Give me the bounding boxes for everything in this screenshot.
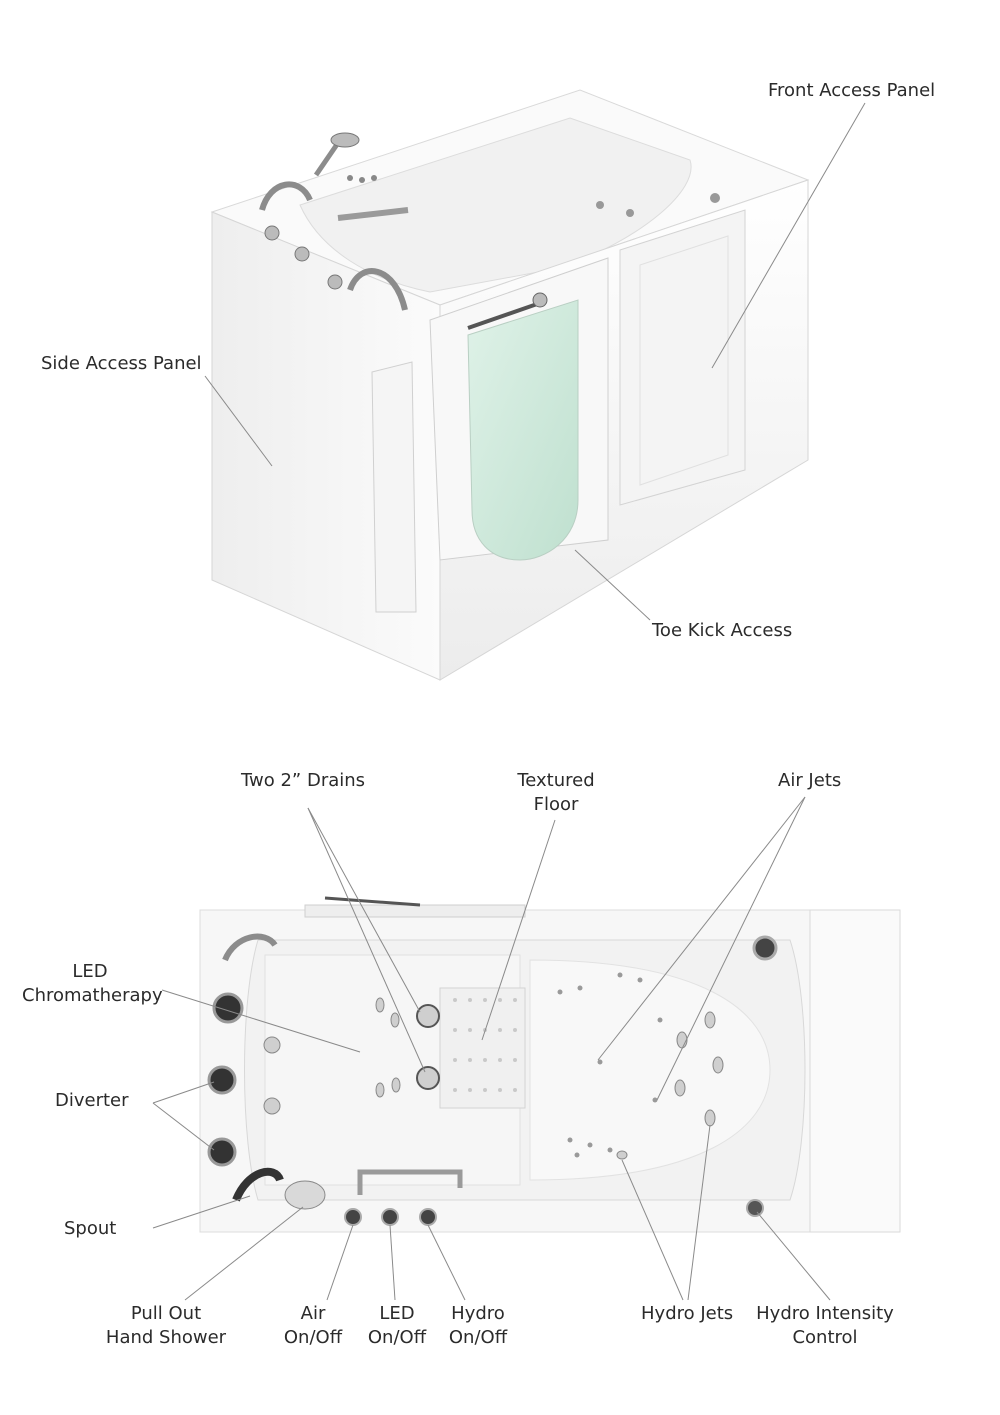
diverter-knob-2	[207, 1137, 237, 1167]
air-button	[344, 1208, 362, 1226]
hydro-onoff-label-1: Hydro	[451, 1303, 505, 1324]
two-drains-label: Two 2” Drains	[241, 770, 366, 791]
air-jets-label: Air Jets	[778, 770, 842, 791]
tub-deck	[199, 909, 901, 1233]
drain-lower	[416, 1066, 440, 1090]
leader-lines-top	[204, 102, 866, 621]
diverter-label: Diverter	[55, 1090, 129, 1111]
led-onoff-label-2: On/Off	[367, 1327, 427, 1348]
pull-out-label-1: Pull Out	[130, 1303, 202, 1324]
leader-lines-bottom	[152, 796, 831, 1301]
led-control-knob	[212, 992, 244, 1024]
air-onoff-label-1: Air	[300, 1303, 326, 1324]
pull-out-label-2: Hand Shower	[105, 1327, 227, 1348]
side-access-panel	[371, 361, 417, 613]
tub-basin-top	[244, 939, 806, 1201]
textured-floor-label-1: Textured	[517, 770, 595, 791]
led-onoff-label-1: LED	[379, 1303, 415, 1324]
walk-in-tub-side-view	[204, 89, 866, 681]
led-chromatherapy-label-2: Chromatherapy	[22, 985, 163, 1006]
door-glass	[467, 299, 579, 561]
textured-floor-pad	[439, 987, 526, 1109]
toe-kick-access-label: Toe Kick Access	[652, 620, 793, 641]
hydro-intensity-label-1: Hydro Intensity	[756, 1303, 894, 1324]
hydro-jets-label: Hydro Jets	[641, 1303, 734, 1324]
drain-upper	[416, 1004, 440, 1028]
front-access-panel-label: Front Access Panel	[768, 80, 936, 101]
hydro-onoff-label-2: On/Off	[448, 1327, 508, 1348]
hydro-intensity-label-2: Control	[792, 1327, 858, 1348]
hydro-intensity-knob	[746, 1199, 764, 1217]
air-onoff-label-2: On/Off	[283, 1327, 343, 1348]
diverter-knob-1	[207, 1065, 237, 1095]
side-access-panel-label: Side Access Panel	[41, 353, 202, 374]
textured-floor-label-2: Floor	[533, 794, 579, 815]
hydro-button	[419, 1208, 437, 1226]
front-access-panel	[619, 209, 746, 506]
spout-label: Spout	[64, 1218, 117, 1239]
spout-fixture	[232, 1167, 284, 1202]
led-button	[381, 1208, 399, 1226]
hand-shower-fixture	[284, 1180, 326, 1210]
right-end-panel	[809, 909, 901, 1233]
led-chromatherapy-label-1: LED	[72, 961, 108, 982]
